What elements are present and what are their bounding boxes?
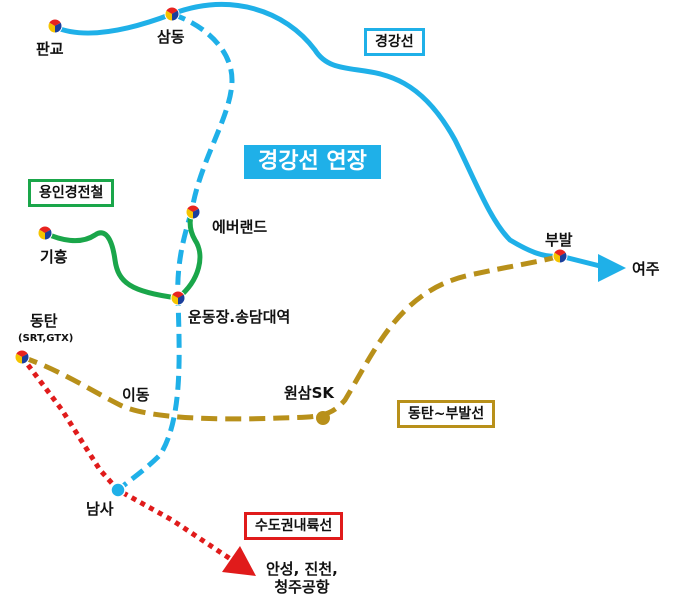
yongin-light-rail-line (42, 209, 203, 301)
dongtan-bubal-line (21, 253, 561, 422)
legend-sudo: 수도권내륙선 (244, 512, 344, 540)
station-label-dongtan-sub: (SRT,GTX) (18, 333, 74, 344)
legend-yongin: 용인경전철 (28, 179, 115, 207)
destination-line-1: 안성, 진천, (266, 560, 338, 578)
gyeonggang-extension-line (116, 11, 235, 492)
station-wonsam-icon (316, 411, 330, 425)
gyeonggang-line (52, 2, 563, 259)
station-stadium-icon (170, 290, 186, 306)
destination-label: 안성, 진천, 청주공항 (266, 560, 338, 596)
station-pangyo-icon (47, 18, 63, 34)
legend-gyeonggang: 경강선 (364, 28, 425, 56)
station-giheung-icon (37, 225, 53, 241)
legend-dongtan-bubal: 동탄~부발선 (397, 400, 496, 428)
station-label-namsa: 남사 (86, 500, 114, 518)
station-everland-icon (185, 204, 201, 220)
station-label-dongtan: 동탄 (30, 312, 58, 330)
station-label-pangyo: 판교 (36, 40, 64, 58)
station-namsa-icon (110, 482, 126, 498)
station-label-stadium: 운동장.송담대역 (188, 308, 291, 326)
yeoju-arrow-icon (598, 254, 626, 282)
station-label-everland: 에버랜드 (212, 218, 268, 236)
station-label-bubal: 부발 (545, 231, 573, 249)
station-bubal-icon (552, 248, 568, 264)
destination-line-2: 청주공항 (274, 578, 330, 596)
station-samdong-icon (164, 6, 180, 22)
station-label-giheung: 기흥 (40, 248, 68, 266)
sudo-inland-line (20, 355, 234, 563)
station-label-idong: 이동 (122, 386, 150, 404)
legend-gyeonggang-extension: 경강선 연장 (244, 145, 381, 179)
station-dongtan-icon (14, 349, 30, 365)
sudo-arrow-icon (222, 546, 256, 576)
station-label-yeoju: 여주 (632, 260, 660, 278)
station-label-wonsam: 원삼SK (284, 384, 335, 402)
station-label-samdong: 삼동 (157, 28, 185, 46)
